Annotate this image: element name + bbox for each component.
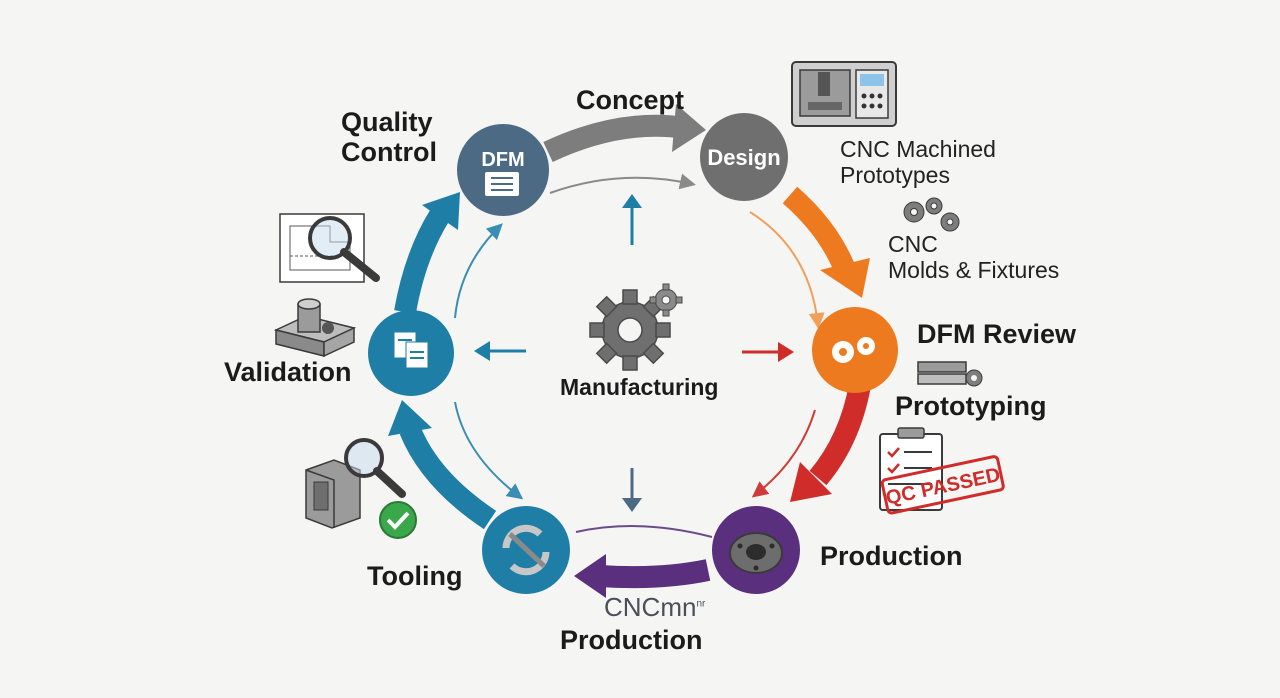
thick-arrow-blue-bottom-head bbox=[388, 400, 432, 436]
label-control: Control bbox=[341, 137, 437, 167]
document-checklist-icon bbox=[485, 172, 519, 196]
label-quality: Quality bbox=[341, 107, 433, 137]
thin-arrow-left-top bbox=[454, 223, 503, 319]
thick-arrow-red bbox=[809, 382, 871, 486]
thin-arrow-left-bottom bbox=[454, 401, 524, 500]
thick-arrow-orange-head bbox=[820, 258, 870, 298]
documents-icon bbox=[393, 331, 429, 369]
flange-part-icon bbox=[729, 532, 783, 574]
thick-arrow-red-head bbox=[790, 462, 832, 502]
label-concept: Concept bbox=[576, 85, 684, 115]
thin-arrow-right-top bbox=[749, 211, 825, 329]
gears-white-icon bbox=[832, 337, 875, 363]
tooling-inspection-icon bbox=[305, 438, 417, 539]
label-cncmn: CNCmnnr bbox=[604, 592, 706, 622]
thick-arrow-purple bbox=[599, 559, 711, 589]
clipboard-checklist-icon bbox=[879, 427, 943, 511]
gears-icon bbox=[589, 283, 683, 371]
label-prototypes: Prototypes bbox=[840, 162, 950, 188]
blueprint-magnifier-icon bbox=[279, 213, 380, 283]
center-arrow-left bbox=[474, 341, 526, 361]
label-cnc: CNC bbox=[888, 231, 938, 257]
svg-text:DFM: DFM bbox=[481, 149, 524, 171]
prototype-machine-icon bbox=[917, 361, 983, 387]
label-validation: Validation bbox=[224, 357, 352, 387]
label-prototyping: Prototyping bbox=[895, 391, 1047, 421]
thick-arrow-orange bbox=[782, 186, 857, 277]
node-validation[interactable] bbox=[368, 310, 454, 396]
label-molds-fixtures: Molds & Fixtures bbox=[888, 257, 1060, 283]
label-manufacturing: Manufacturing bbox=[560, 374, 719, 400]
svg-text:Design: Design bbox=[707, 145, 780, 170]
center-arrow-down bbox=[622, 468, 642, 512]
label-production: Production bbox=[820, 541, 963, 571]
node-production[interactable] bbox=[712, 506, 800, 594]
thin-arrow-top bbox=[549, 173, 696, 194]
label-cnc-production: Production bbox=[560, 625, 703, 655]
center-arrow-up bbox=[622, 194, 642, 245]
thick-arrow-blue-top bbox=[394, 209, 450, 314]
label-cncmn-text: CNCmn bbox=[604, 592, 697, 622]
thick-arrow-concept-head bbox=[672, 104, 706, 152]
thick-arrow-blue-bottom bbox=[399, 425, 497, 530]
node-tooling[interactable] bbox=[482, 506, 570, 594]
thick-arrow-blue-top-head bbox=[422, 192, 460, 230]
label-cnc-machined: CNC Machined bbox=[840, 136, 996, 162]
gears-small-icon bbox=[903, 197, 960, 232]
thin-arrow-bottom bbox=[575, 525, 713, 538]
node-dfm-review[interactable] bbox=[812, 307, 898, 393]
label-dfm-review: DFM Review bbox=[917, 319, 1077, 349]
center-arrow-right bbox=[742, 342, 794, 362]
machined-part-icon bbox=[273, 298, 357, 358]
thick-arrow-purple-head bbox=[574, 554, 606, 598]
refresh-cycle-icon bbox=[502, 524, 550, 576]
thick-arrow-concept bbox=[543, 114, 688, 162]
label-cncmn-sup: nr bbox=[696, 598, 706, 610]
label-tooling: Tooling bbox=[367, 561, 463, 591]
cnc-machine-icon bbox=[791, 61, 897, 127]
thin-arrow-right-bottom bbox=[751, 409, 816, 498]
node-design[interactable]: Design bbox=[700, 113, 788, 201]
node-dfm[interactable]: DFM bbox=[457, 124, 549, 216]
